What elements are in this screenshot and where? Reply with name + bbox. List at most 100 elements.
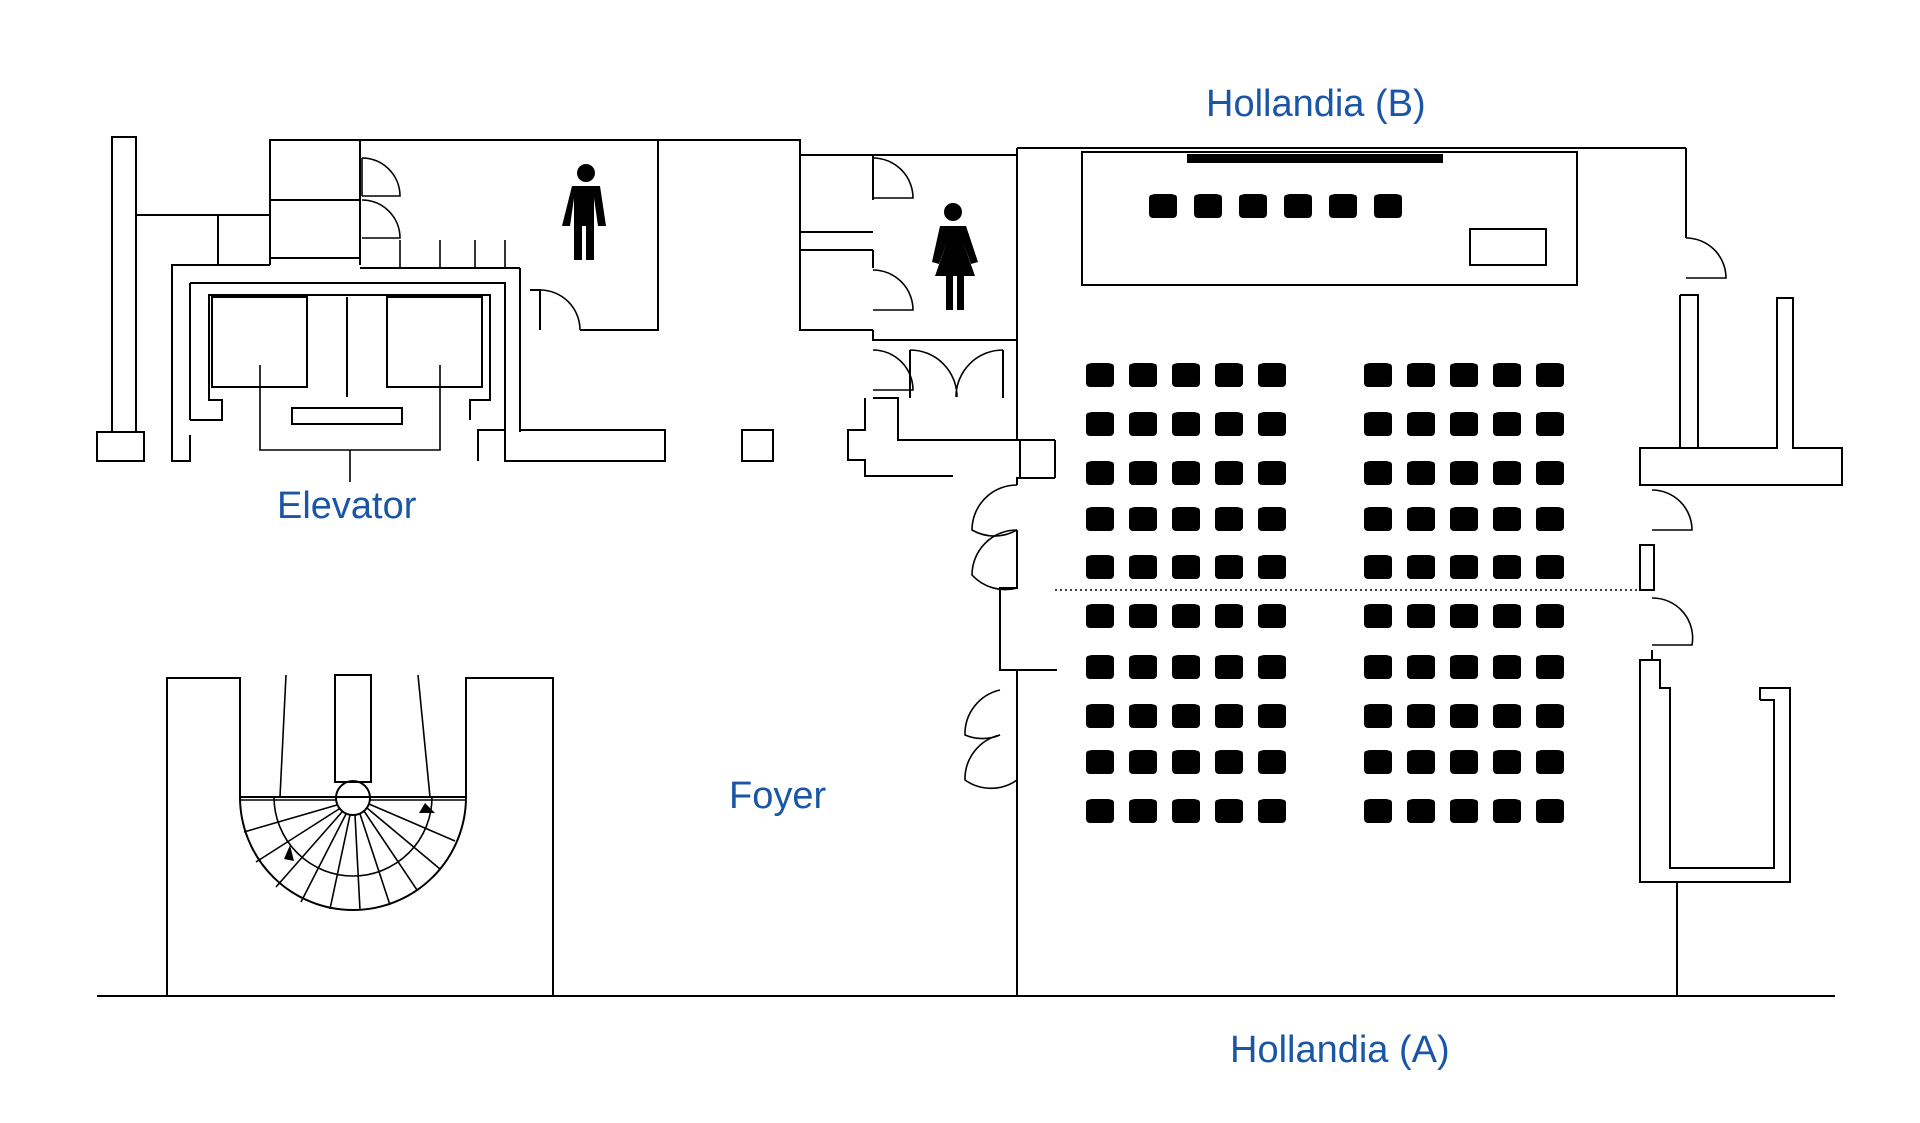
seat <box>1256 504 1288 531</box>
seat <box>1534 552 1566 579</box>
seat <box>1491 504 1523 531</box>
seat <box>1534 458 1566 485</box>
seat <box>1192 191 1224 218</box>
seat <box>1362 552 1394 579</box>
seat <box>1256 409 1288 436</box>
seat <box>1448 552 1480 579</box>
seat <box>1147 191 1179 218</box>
seat <box>1534 747 1566 774</box>
seat <box>1170 360 1202 387</box>
hollandia-hall <box>964 147 1843 996</box>
seat <box>1372 191 1404 218</box>
seat <box>1127 552 1159 579</box>
seat <box>1362 409 1394 436</box>
seat <box>1213 504 1245 531</box>
seat <box>1170 601 1202 628</box>
seat <box>1534 360 1566 387</box>
seat <box>1084 504 1116 531</box>
elevator-block <box>96 136 801 482</box>
seat <box>1282 191 1314 218</box>
seat <box>1256 458 1288 485</box>
seat <box>1362 360 1394 387</box>
seat <box>1170 747 1202 774</box>
male-restroom-icon <box>562 164 606 260</box>
seat <box>1256 552 1288 579</box>
seat <box>1084 552 1116 579</box>
seat <box>1448 796 1480 823</box>
seat <box>1405 552 1437 579</box>
seat <box>1127 701 1159 728</box>
stage <box>1081 151 1578 286</box>
seat <box>1534 796 1566 823</box>
seat <box>1213 796 1245 823</box>
seat <box>1127 504 1159 531</box>
lectern <box>1469 228 1547 266</box>
seat <box>1084 360 1116 387</box>
seat <box>1084 796 1116 823</box>
seat <box>1170 552 1202 579</box>
seat <box>1448 652 1480 679</box>
seat <box>1213 409 1245 436</box>
staircase <box>166 674 554 996</box>
seat <box>1448 504 1480 531</box>
seat <box>1084 601 1116 628</box>
seat <box>1256 360 1288 387</box>
hollandia-b-label: Hollandia (B) <box>1206 83 1426 125</box>
seat <box>1491 360 1523 387</box>
seat <box>1405 652 1437 679</box>
seat <box>1362 652 1394 679</box>
seat <box>1534 701 1566 728</box>
seat <box>1127 458 1159 485</box>
mens-room-door <box>539 289 581 331</box>
seat <box>1213 360 1245 387</box>
seat <box>1362 701 1394 728</box>
seat <box>1491 409 1523 436</box>
seat <box>1405 504 1437 531</box>
seat <box>1170 701 1202 728</box>
seat <box>1534 409 1566 436</box>
seat <box>1127 409 1159 436</box>
seat <box>1448 747 1480 774</box>
seat <box>1405 458 1437 485</box>
seat <box>1084 458 1116 485</box>
seat <box>1127 652 1159 679</box>
hall-door-2 <box>971 529 1018 591</box>
seat <box>1448 409 1480 436</box>
seat <box>1127 360 1159 387</box>
seat <box>1170 458 1202 485</box>
restroom-double-door <box>909 349 1004 398</box>
seat <box>1256 796 1288 823</box>
seat <box>1534 601 1566 628</box>
seat <box>1448 458 1480 485</box>
left-pillar <box>111 136 137 433</box>
seat <box>1256 701 1288 728</box>
seat <box>1170 796 1202 823</box>
seat <box>1362 504 1394 531</box>
seat <box>1084 701 1116 728</box>
seat <box>1213 747 1245 774</box>
stair-arrow-icon <box>419 803 435 813</box>
seat <box>1534 652 1566 679</box>
seat <box>1534 504 1566 531</box>
seat <box>1491 552 1523 579</box>
stair-treads <box>240 799 466 911</box>
seat <box>1084 409 1116 436</box>
seat <box>1213 701 1245 728</box>
seat <box>1362 796 1394 823</box>
seat <box>1213 652 1245 679</box>
seat <box>1491 796 1523 823</box>
seat <box>1448 601 1480 628</box>
seat <box>1127 796 1159 823</box>
elevator-car-right <box>386 296 483 388</box>
seat <box>1084 652 1116 679</box>
seating <box>1084 191 1566 823</box>
seat <box>1213 552 1245 579</box>
seat <box>1170 409 1202 436</box>
hollandia-a-label: Hollandia (A) <box>1230 1029 1450 1071</box>
seat <box>1362 458 1394 485</box>
seat <box>1127 747 1159 774</box>
seat <box>1362 747 1394 774</box>
seat <box>1405 747 1437 774</box>
seat <box>1127 601 1159 628</box>
